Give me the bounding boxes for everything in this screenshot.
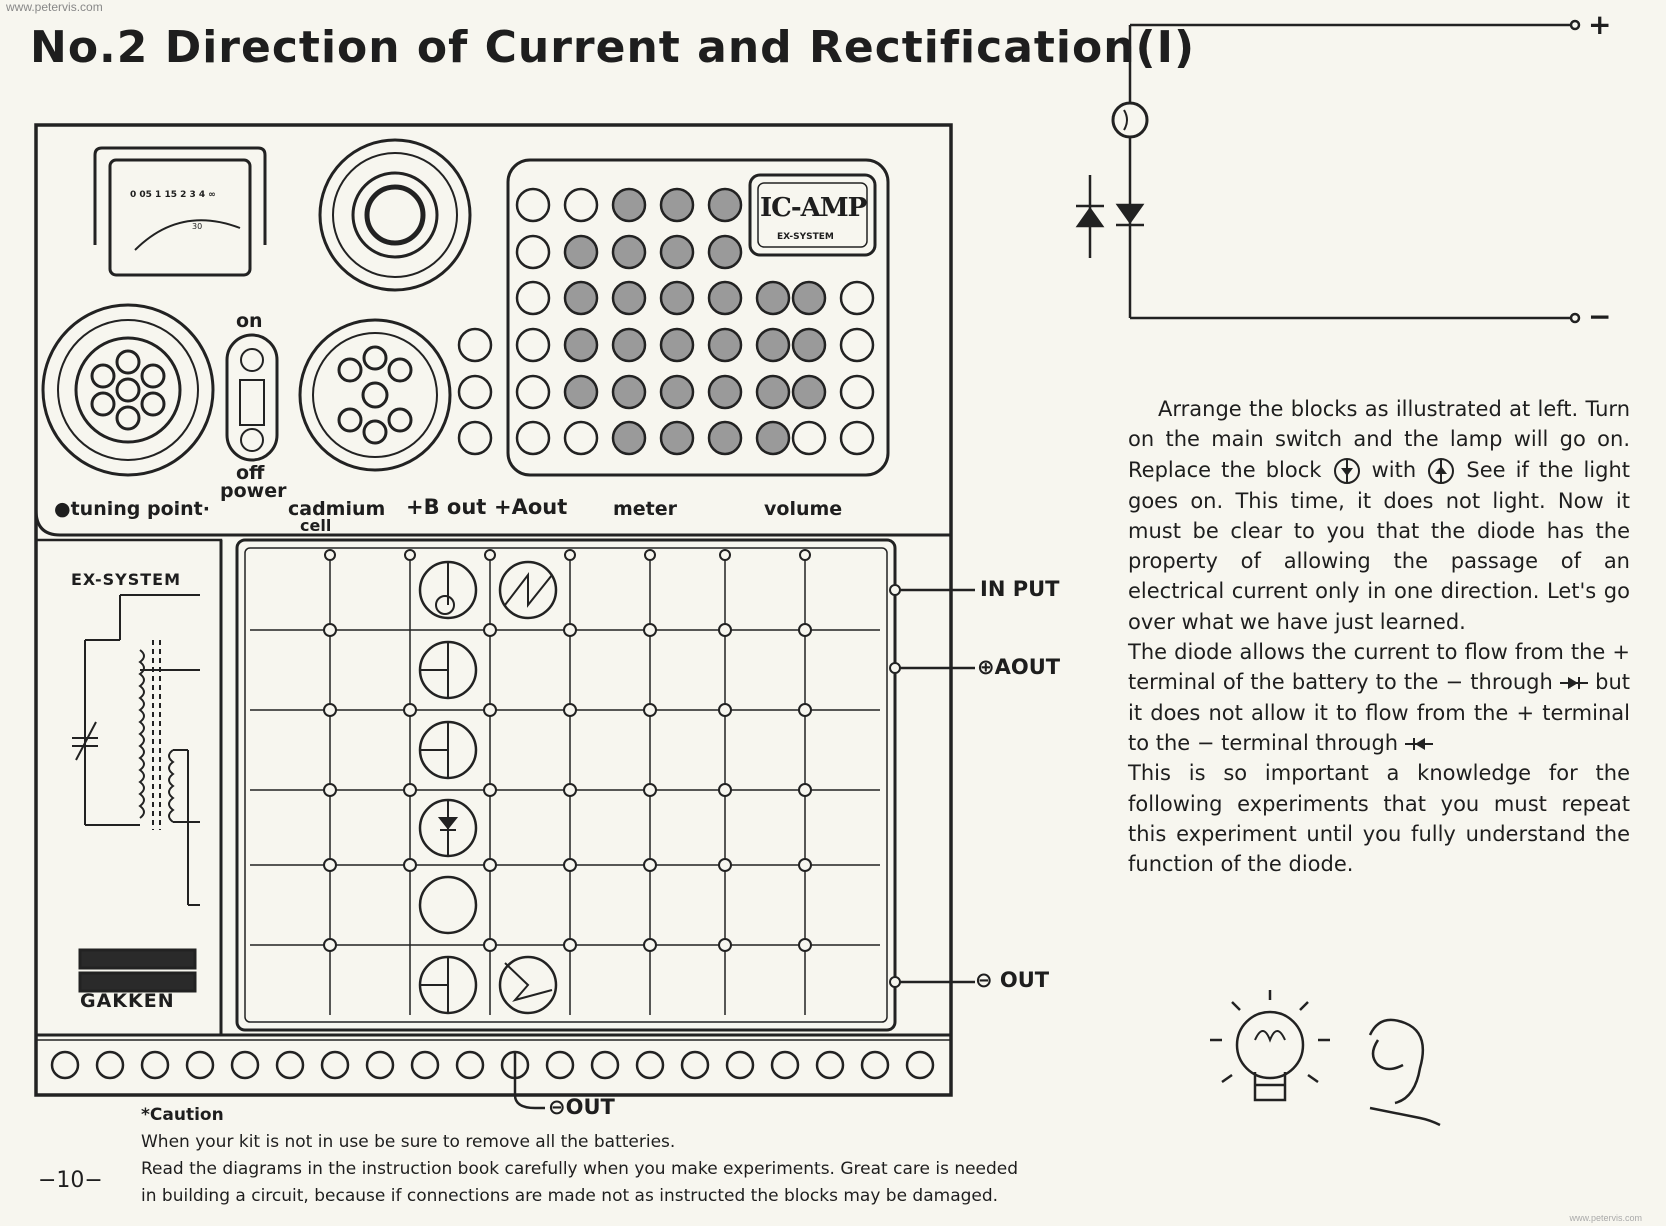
ic-amp-badge bbox=[748, 173, 877, 257]
paragraph-1-with: with bbox=[1371, 457, 1417, 482]
volume-dial bbox=[298, 318, 452, 472]
speaker bbox=[318, 138, 472, 292]
meter-face bbox=[108, 158, 252, 277]
meter-housing bbox=[93, 146, 267, 245]
page-number: −10− bbox=[38, 1168, 103, 1193]
schematic-plus-label: + bbox=[1588, 8, 1612, 41]
aout-label: +Aout bbox=[494, 495, 568, 519]
breadboard-frame bbox=[235, 538, 897, 1032]
volume-label: volume bbox=[764, 498, 843, 520]
diode-forward-icon bbox=[1559, 677, 1588, 690]
paragraph-2-but: but it does not allow it to flow from th… bbox=[1128, 670, 1630, 755]
bout-label: +B out bbox=[406, 495, 487, 519]
top-panel-outline bbox=[34, 123, 953, 537]
diode-symbol-1 bbox=[1115, 203, 1145, 225]
paragraph-1-text-b: See if the light goes on. This time, it … bbox=[1128, 457, 1631, 634]
cadmium-label: cadmium bbox=[288, 498, 386, 520]
power-switch bbox=[225, 333, 279, 462]
paragraph-1-text: Arrange the blocks as illustrated at lef… bbox=[1128, 397, 1630, 482]
page-title: No.2 Direction of Current and Rectificat… bbox=[30, 22, 1196, 73]
lamp-symbol bbox=[1111, 101, 1149, 139]
switch-on-label: on bbox=[236, 310, 263, 332]
ic-amp-label: IC-AMP bbox=[760, 193, 867, 223]
caution-title: *Caution bbox=[141, 1105, 224, 1125]
input-label: IN PUT bbox=[980, 577, 1060, 601]
bulb-cartoon bbox=[1210, 990, 1441, 1127]
caution-line-2: Read the diagrams in the instruction boo… bbox=[141, 1159, 1019, 1179]
gakken-label: GAKKEN bbox=[80, 990, 175, 1012]
paragraph-2: The diode allows the current to flow fro… bbox=[1128, 637, 1630, 758]
minus-out-right-label: ⊖ OUT bbox=[975, 968, 1050, 992]
watermark-small: www.petervis.com bbox=[1569, 1213, 1642, 1223]
ic-amp-sub: EX-SYSTEM bbox=[777, 232, 834, 242]
gakken-stripe-2 bbox=[78, 971, 197, 993]
ic-amp-panel bbox=[506, 158, 890, 477]
block-symbol-icon bbox=[1333, 457, 1360, 484]
switch-power-label: power bbox=[220, 480, 287, 502]
blank-block bbox=[418, 875, 478, 935]
cadmium-label-2: cell bbox=[300, 516, 332, 535]
diode-symbol-2 bbox=[1075, 206, 1105, 228]
paragraph-2-text: The diode allows the current to flow fro… bbox=[1128, 640, 1630, 695]
paragraph-3: This is so important a knowledge for the… bbox=[1128, 761, 1630, 877]
meter-scale-text-2: 30 bbox=[192, 222, 203, 231]
caution-note: *Caution When your kit is not in use be … bbox=[141, 1102, 1018, 1210]
caution-line-3: in building a circuit, because if connec… bbox=[141, 1186, 999, 1206]
circuit-schematic bbox=[1075, 19, 1581, 324]
tuning-point-label: ●tuning point· bbox=[54, 498, 210, 520]
watermark: www.petervis.com bbox=[6, 0, 103, 14]
body-text: Arrange the blocks as illustrated at lef… bbox=[1128, 394, 1630, 879]
caution-line-1: When your kit is not in use be sure to r… bbox=[141, 1132, 676, 1152]
block-symbol-reversed-icon bbox=[1428, 457, 1455, 484]
diode-reverse-icon bbox=[1404, 737, 1433, 750]
minus-out-bottom-label: ⊖OUT bbox=[548, 1095, 615, 1119]
ex-system-label: EX-SYSTEM bbox=[71, 570, 181, 589]
switch-off-label: off bbox=[236, 462, 265, 484]
gakken-stripe-1 bbox=[78, 948, 197, 970]
meter-scale-text: 0 05 1 15 2 3 4 ∞ bbox=[130, 190, 216, 200]
plus-aout-label: ⊕AOUT bbox=[977, 655, 1061, 679]
schematic-minus-label: − bbox=[1588, 300, 1612, 333]
meter-label: meter bbox=[613, 498, 678, 520]
paragraph-1: Arrange the blocks as illustrated at lef… bbox=[1128, 394, 1630, 637]
tuning-dial bbox=[41, 303, 215, 477]
